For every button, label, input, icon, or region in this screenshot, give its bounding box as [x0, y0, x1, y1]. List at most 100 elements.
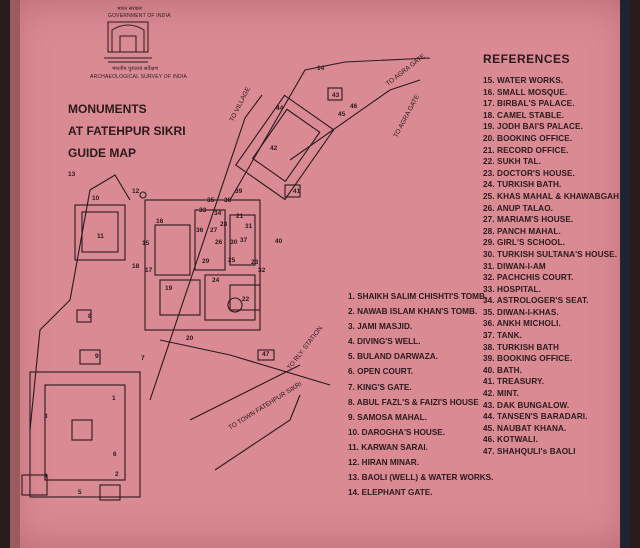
hindi-govt-text: भारत सरकार	[117, 6, 143, 12]
road-to-village	[149, 94, 263, 401]
map-number: 9	[95, 353, 99, 360]
map-number: 46	[350, 103, 358, 110]
map-number: 25	[228, 257, 236, 264]
reference-item: 46. KOTWALI.	[483, 435, 538, 445]
reference-item: 24. TURKISH BATH.	[483, 180, 562, 190]
map-number: 12	[132, 188, 140, 195]
govt-text: GOVERNMENT OF INDIA	[108, 13, 171, 19]
reference-item: 26. ANUP TALAO.	[483, 203, 554, 213]
treasury-building	[284, 184, 301, 198]
map-number: 19	[165, 285, 173, 292]
label-to-agra-gate-top: TO AGRA GATE	[385, 52, 427, 87]
map-number: 6	[113, 451, 117, 458]
map-number: 27	[210, 227, 218, 234]
reference-item: 33. HOSPITAL.	[483, 284, 542, 294]
label-to-town: TO TOWN FATEHPUR SIKRI	[227, 381, 303, 432]
map-number: 17	[145, 267, 153, 274]
map-number: 41	[293, 188, 301, 195]
legend-item: 10. DAROGHA'S HOUSE.	[348, 427, 446, 437]
reference-item: 47. SHAHQULI's BAOLI	[483, 447, 576, 456]
reference-item: 30. TURKISH SULTANA'S HOUSE.	[483, 249, 618, 259]
legend-item: 6. OPEN COURT.	[348, 367, 414, 377]
map-number: 34	[214, 210, 222, 217]
map-number: 10	[92, 195, 100, 202]
reference-item: 36. ANKH MICHOLI.	[483, 319, 561, 329]
reference-item: 37. TANK.	[483, 331, 522, 341]
map-number: 7	[141, 355, 145, 362]
palace-complex	[144, 199, 261, 331]
legend-item: 4. DIVING'S WELL.	[348, 337, 421, 347]
reference-item: 35. DIWAN-I-KHAS.	[483, 307, 559, 317]
mint-building	[234, 94, 335, 201]
reference-item: 39. BOOKING OFFICE.	[483, 354, 573, 364]
reference-item: 31. DIWAN-I-AM	[483, 261, 546, 271]
reference-item: 34. ASTROLOGER'S SEAT.	[483, 296, 589, 306]
road-to-town	[189, 364, 301, 421]
legend-item: 14. ELEPHANT GATE.	[348, 488, 433, 498]
legend-item: 7. KING'S GATE.	[348, 382, 412, 392]
map-number: 21	[236, 213, 244, 220]
legend-item: 8. ABUL FAZL'S & FAIZI'S HOUSE	[348, 397, 479, 407]
reference-item: 18. CAMEL STABLE.	[483, 110, 565, 120]
references-heading: REFERENCES	[483, 52, 571, 66]
map-number: 36	[196, 227, 204, 234]
legend-item: 11. KARWAN SARAI.	[348, 442, 428, 452]
reference-item: 32. PACHCHIS COURT.	[483, 273, 574, 283]
map-number: 11	[97, 233, 104, 240]
map-number: 44	[276, 105, 284, 112]
hindi-asi-text: भारतीय पुरातत्व सर्वेक्षण	[112, 66, 159, 72]
map-number: 42	[270, 145, 278, 152]
guide-map-board	[10, 0, 630, 548]
reference-item: 27. MARIAM'S HOUSE.	[483, 215, 574, 225]
map-number: 26	[215, 239, 223, 246]
reference-item: 28. PANCH MAHAL.	[483, 226, 561, 236]
map-number: 47	[262, 351, 270, 358]
reference-item: 21. RECORD OFFICE.	[483, 145, 569, 155]
label-to-rly-station: TO RLY. STATION.	[286, 324, 325, 372]
map-number: 18	[132, 263, 140, 270]
map-number: 24	[212, 277, 220, 284]
map-number: 15	[142, 240, 150, 247]
map-number: 4	[44, 473, 48, 480]
legend-item: 13. BAOLI (WELL) & WATER WORKS.	[348, 473, 494, 483]
reference-item: 19. JODH BAI'S PALACE.	[483, 122, 583, 132]
map-number: 14	[317, 65, 325, 72]
legend-item: 12. HIRAN MINAR.	[348, 458, 419, 468]
map-number: 30	[230, 239, 238, 246]
map-number: 8	[88, 313, 92, 320]
reference-item: 45. NAUBAT KHANA.	[483, 423, 567, 433]
label-to-village: TO VILLAGE	[229, 85, 253, 122]
map-number: 22	[242, 296, 250, 303]
tank-structure	[227, 297, 243, 313]
references-list: 15. WATER WORKS.16. SMALL MOSQUE.17. BIR…	[483, 76, 633, 459]
map-number: 32	[258, 267, 266, 274]
title-line-3: GUIDE MAP	[68, 146, 137, 160]
map-title: MONUMENTS AT FATEHPUR SIKRI GUIDE MAP	[68, 98, 186, 164]
legend-item: 9. SAMOSA MAHAL.	[348, 412, 427, 422]
title-line-1: MONUMENTS	[68, 102, 147, 116]
reference-item: 23. DOCTOR'S HOUSE.	[483, 168, 575, 178]
reference-item: 20. BOOKING OFFICE.	[483, 133, 573, 143]
reference-item: 44. TANSEN'S BARADARI.	[483, 412, 588, 422]
map-number: 40	[275, 238, 283, 245]
map-number: 20	[186, 335, 194, 342]
reference-item: 40. BATH.	[483, 365, 522, 375]
road-agra-gate	[289, 79, 421, 161]
road-to-agra-gate-top	[229, 57, 431, 201]
jami-masjid	[29, 371, 141, 498]
reference-item: 41. TREASURY.	[483, 377, 545, 387]
map-number: 3	[44, 413, 48, 420]
map-number: 2	[115, 471, 119, 478]
reference-item: 17. BIRBAL'S PALACE.	[483, 99, 575, 109]
legend-item: 1. SHAIKH SALIM CHISHTI'S TOMB.	[348, 292, 488, 301]
map-number: 13	[68, 171, 76, 178]
reference-item: 29. GIRL'S SCHOOL.	[483, 238, 565, 248]
hiran-minar	[139, 191, 147, 199]
reference-item: 38. TURKISH BATH	[483, 342, 560, 352]
map-number: 45	[338, 111, 346, 118]
legend-item: 3. JAMI MASJID.	[348, 322, 413, 332]
map-number: 43	[332, 92, 340, 99]
asi-text: ARCHAEOLOGICAL SURVEY OF INDIA	[90, 74, 188, 80]
map-number: 16	[156, 218, 164, 225]
